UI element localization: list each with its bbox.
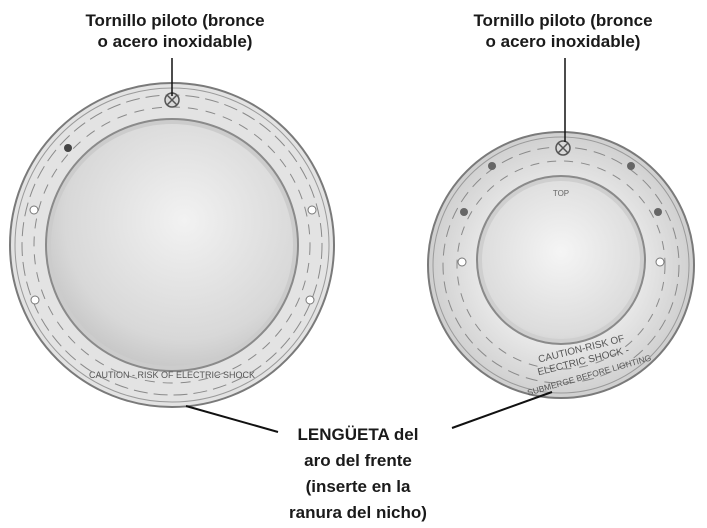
left-light-fixture: CAUTION - RISK OF ELECTRIC SHOCK [9,82,335,408]
right-hole [654,208,662,216]
right-hole [627,162,635,170]
left-hole [30,295,40,305]
left-lens [51,124,293,366]
left-hole [64,144,72,152]
right-hole [488,162,496,170]
right-hole [655,257,665,267]
right-hole [457,257,467,267]
left-hole [305,295,315,305]
front-ring-tab-label: LENGÜETA del aro del frente (inserte en … [289,425,427,522]
right-top-mark: TOP [553,189,569,198]
left-caution-text: CAUTION - RISK OF ELECTRIC SHOCK [89,370,255,380]
left-hole [307,205,317,215]
left-tab-leader-line [185,405,279,433]
right-lens [482,181,640,339]
right-hole [460,208,468,216]
left-pilot-screw-icon [164,92,180,108]
left-hole [29,205,39,215]
right-pilot-screw-icon [555,140,571,156]
right-pilot-screw-label: Tornillo piloto (bronce o acero inoxidab… [473,11,653,51]
left-pilot-screw-label: Tornillo piloto (bronce o acero inoxidab… [85,11,265,51]
right-light-fixture: TOP CAUTION-RISK OF ELECTRIC SHOCK - SUB… [427,131,695,399]
right-tab-leader-line [451,391,553,429]
